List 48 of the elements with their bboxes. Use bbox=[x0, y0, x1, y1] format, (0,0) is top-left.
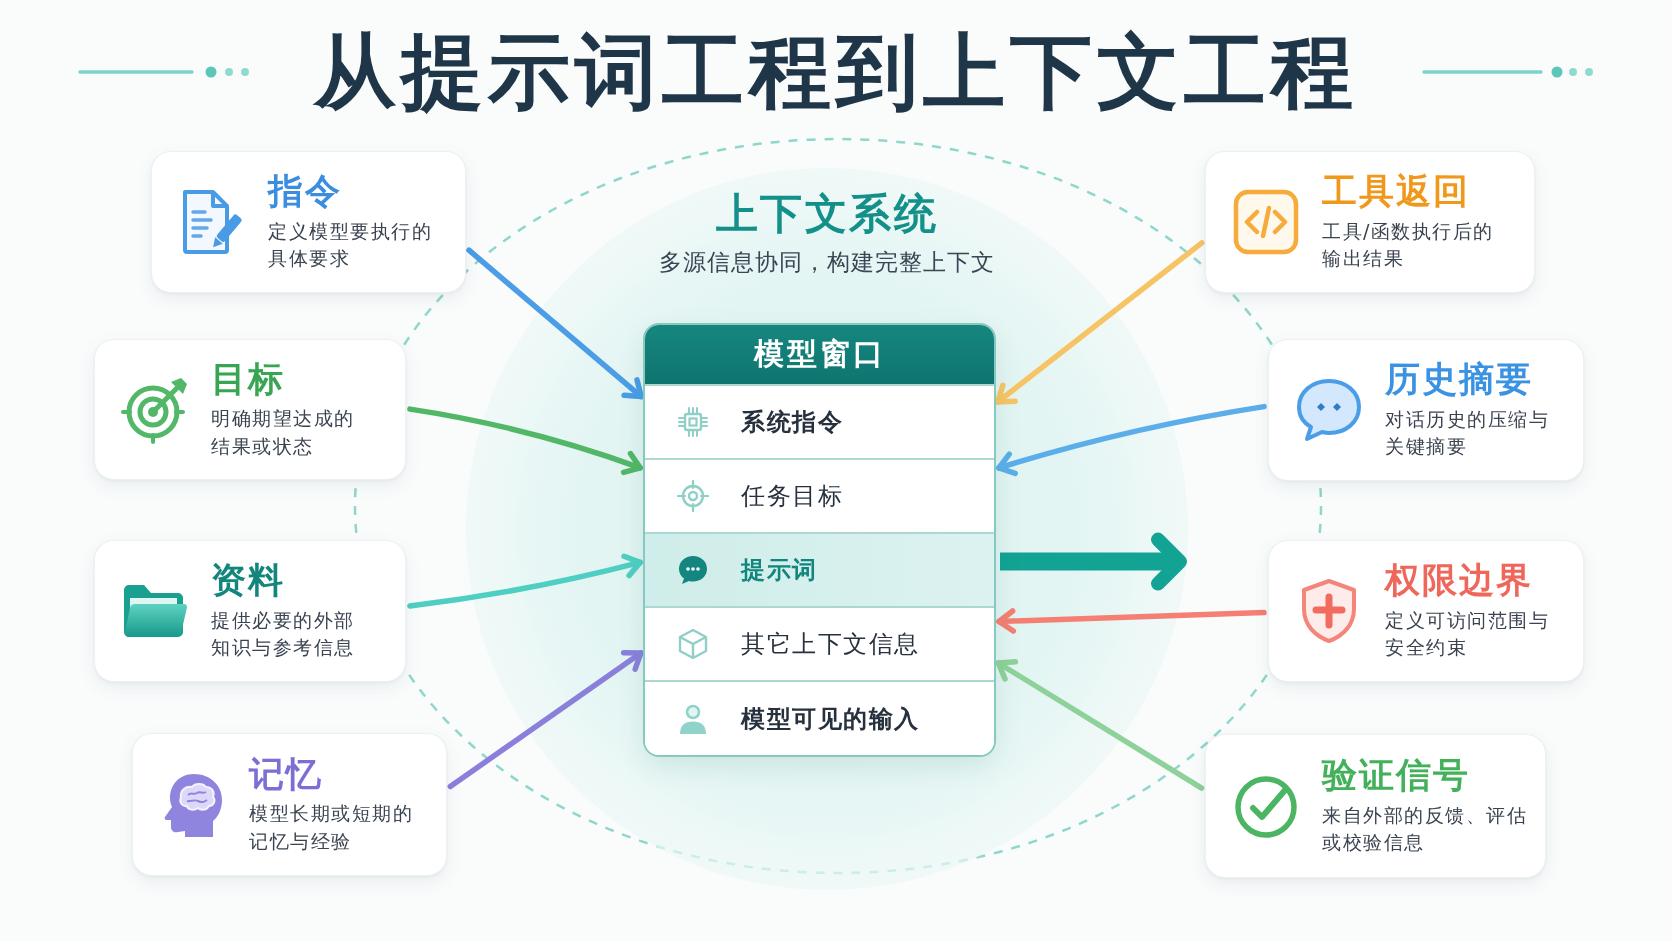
list-row bbox=[645, 532, 994, 606]
card-description: 来自外部的反馈、评估或校验信息 bbox=[1322, 802, 1528, 856]
section-heading: 上下文系统 bbox=[715, 188, 939, 240]
card-title: 指令 bbox=[268, 171, 342, 212]
card-description: 对话历史的压缩与关键摘要 bbox=[1385, 406, 1550, 460]
info-card bbox=[94, 540, 406, 682]
arrow bbox=[996, 403, 1267, 477]
info-card bbox=[1268, 339, 1584, 481]
info-card bbox=[1205, 734, 1546, 878]
page-title: 从提示词工程到上下文工程 bbox=[314, 23, 1358, 121]
section-subtitle: 多源信息协同，构建完整上下文 bbox=[659, 248, 995, 277]
info-card bbox=[132, 733, 447, 876]
arrow bbox=[447, 650, 644, 790]
info-card bbox=[1268, 540, 1584, 682]
info-card bbox=[1205, 151, 1535, 293]
arrow bbox=[407, 553, 643, 609]
thick-arrow bbox=[1000, 532, 1187, 591]
info-card bbox=[94, 339, 406, 480]
list-row bbox=[645, 384, 994, 458]
card-title: 验证信号 bbox=[1322, 755, 1470, 796]
arrow bbox=[407, 406, 643, 476]
arrow bbox=[466, 247, 644, 400]
list-row bbox=[645, 458, 994, 532]
arrow bbox=[996, 608, 1267, 634]
row-label: 提示词 bbox=[741, 555, 818, 586]
row-label: 系统指令 bbox=[741, 407, 843, 438]
row-label: 模型可见的输入 bbox=[741, 703, 920, 735]
card-description: 定义可访问范围与安全约束 bbox=[1385, 607, 1550, 661]
card-title: 权限边界 bbox=[1385, 560, 1533, 601]
card-description: 提供必要的外部知识与参考信息 bbox=[211, 607, 356, 661]
card-title: 工具返回 bbox=[1322, 171, 1470, 212]
card-title: 历史摘要 bbox=[1385, 359, 1533, 400]
card-description: 定义模型要执行的具体要求 bbox=[268, 218, 433, 272]
row-label: 任务目标 bbox=[741, 481, 843, 512]
card-title: 目标 bbox=[211, 358, 285, 400]
row-label: 其它上下文信息 bbox=[741, 629, 920, 660]
info-card bbox=[151, 151, 466, 293]
card-description: 模型长期或短期的记忆与经验 bbox=[249, 801, 414, 854]
card-title: 记忆 bbox=[249, 753, 323, 795]
card-title: 资料 bbox=[211, 560, 285, 601]
arrow bbox=[995, 240, 1205, 405]
list-row bbox=[645, 606, 994, 680]
card-description: 工具/函数执行后的输出结果 bbox=[1322, 218, 1495, 272]
window-panel bbox=[645, 325, 994, 755]
list-row bbox=[645, 680, 994, 755]
panel-header: 模型窗口 bbox=[645, 325, 994, 384]
arrow bbox=[995, 659, 1205, 791]
card-description: 明确期望达成的结果或状态 bbox=[211, 406, 356, 459]
